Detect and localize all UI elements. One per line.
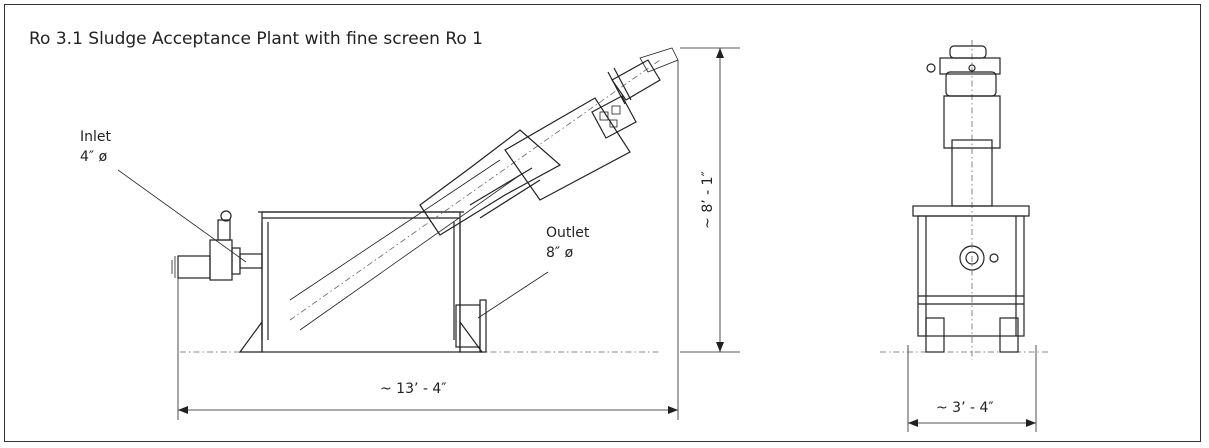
drive-shaft xyxy=(611,59,661,101)
height-dimension: ~ 8’ - 1″ xyxy=(680,47,740,353)
inlet-leader xyxy=(117,169,247,263)
tank-leg-left xyxy=(238,320,263,353)
tank-top-flange xyxy=(912,205,1030,217)
front-motor xyxy=(949,45,987,59)
outlet-leader xyxy=(477,271,549,319)
front-leg-right xyxy=(999,317,1019,353)
inlet-pipe xyxy=(239,253,263,269)
length-dim-text: ~ 13’ - 4″ xyxy=(380,381,447,397)
length-dimension: ~ 13’ - 4″ xyxy=(177,60,679,420)
front-leg-left xyxy=(925,317,945,353)
outlet-label: Outlet xyxy=(546,225,590,241)
inlet-size-label: 4″ ø xyxy=(80,149,108,165)
height-dim-text: ~ 8’ - 1″ xyxy=(700,171,716,229)
front-view xyxy=(912,40,1030,360)
tank-front xyxy=(917,215,1025,337)
outlet-size-label: 8″ ø xyxy=(546,245,574,261)
drawing-frame: Ro 3.1 Sludge Acceptance Plant with fine… xyxy=(4,4,1201,442)
width-dimension: ~ 3’ - 4″ xyxy=(907,345,1037,432)
side-view xyxy=(117,47,679,353)
inlet-valve xyxy=(209,239,233,281)
tank-body xyxy=(261,211,461,353)
control-box xyxy=(591,95,637,139)
inlet-coupling xyxy=(177,255,211,279)
screw-conveyor-lower xyxy=(419,129,562,236)
screen-housing xyxy=(504,97,631,201)
width-dim-text: ~ 3’ - 4″ xyxy=(936,400,994,416)
motor xyxy=(639,47,679,73)
drawing-title: Ro 3.1 Sludge Acceptance Plant with fine… xyxy=(29,29,484,49)
inlet-label: Inlet xyxy=(80,129,111,145)
front-column xyxy=(951,139,993,207)
